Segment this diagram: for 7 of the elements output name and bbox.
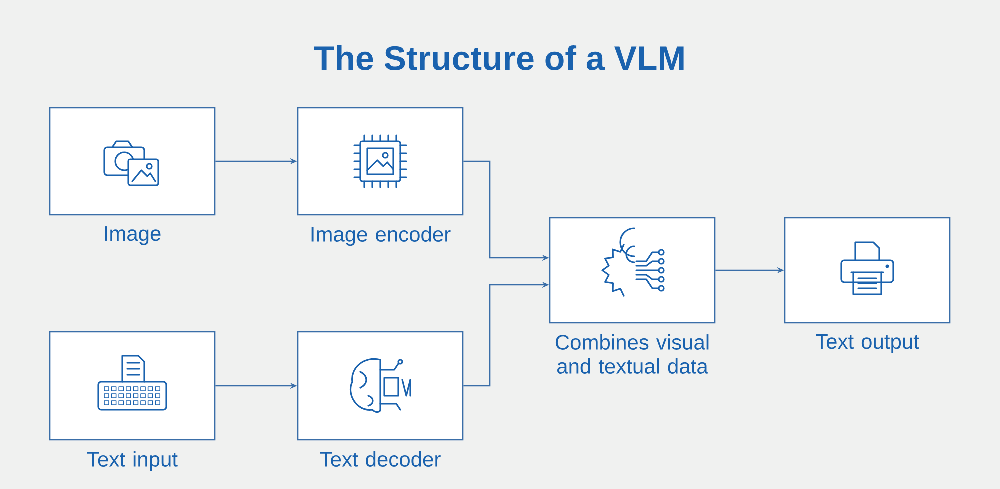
title: The Structure of a VLM — [314, 46, 684, 70]
node-label: Text input — [87, 452, 178, 472]
node-label: Image — [105, 226, 161, 246]
node-label: Image encoder — [312, 226, 451, 246]
node-label: Text output — [816, 334, 920, 354]
node-label: Combines visual and textual data — [556, 334, 709, 374]
node-label: Text decoder — [320, 452, 441, 467]
